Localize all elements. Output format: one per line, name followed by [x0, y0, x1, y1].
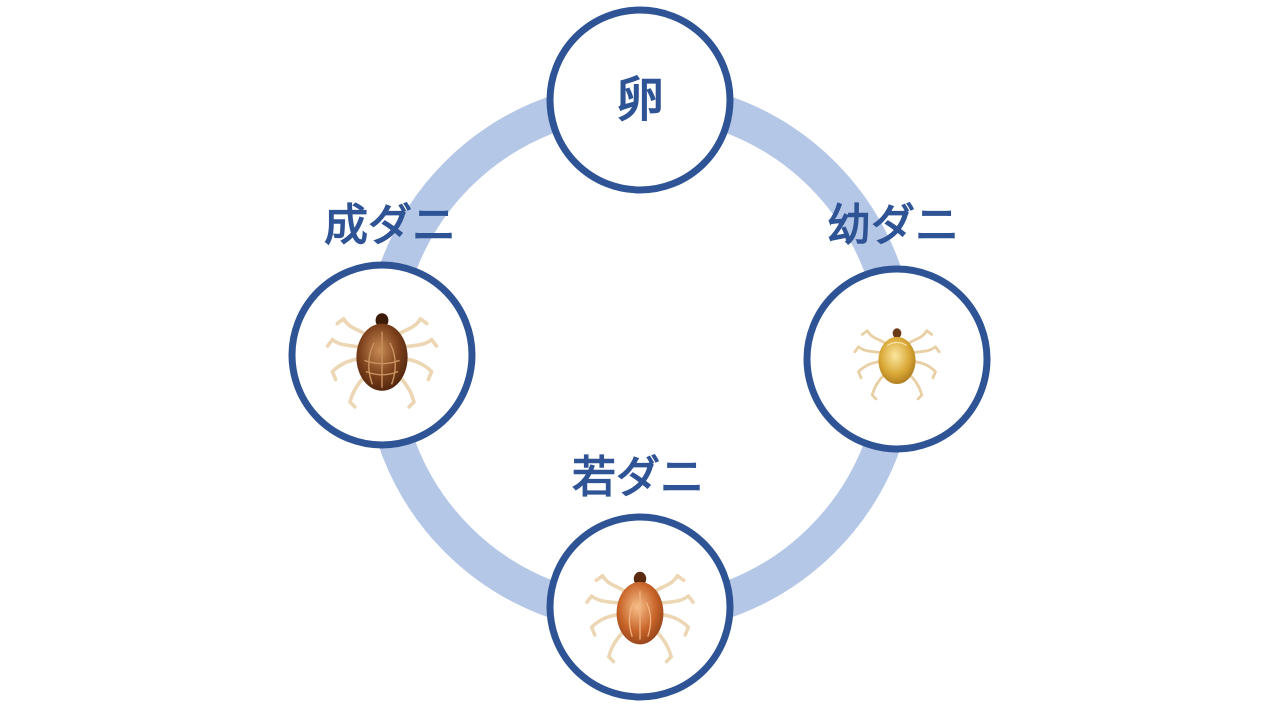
- nymph-node: [546, 513, 734, 701]
- larva-tick-head: [892, 328, 902, 339]
- nymph-label: 若ダニ: [572, 452, 704, 503]
- adult-node: [288, 261, 476, 449]
- larva-tick-shield: [886, 341, 908, 347]
- adult-label: 成ダニ: [324, 200, 456, 251]
- adult-tick-grooves: [364, 331, 400, 388]
- larva-tick-image: [853, 328, 941, 401]
- larva-node: [803, 265, 991, 453]
- nymph-tick-grooves: [628, 591, 652, 640]
- nymph-tick-image: [585, 571, 695, 664]
- egg-node: [546, 6, 734, 194]
- larva-tick-body: [878, 336, 916, 385]
- adult-tick-image: [325, 313, 439, 409]
- larva-label: 幼ダニ: [827, 200, 959, 251]
- egg-label: 卵: [615, 72, 665, 128]
